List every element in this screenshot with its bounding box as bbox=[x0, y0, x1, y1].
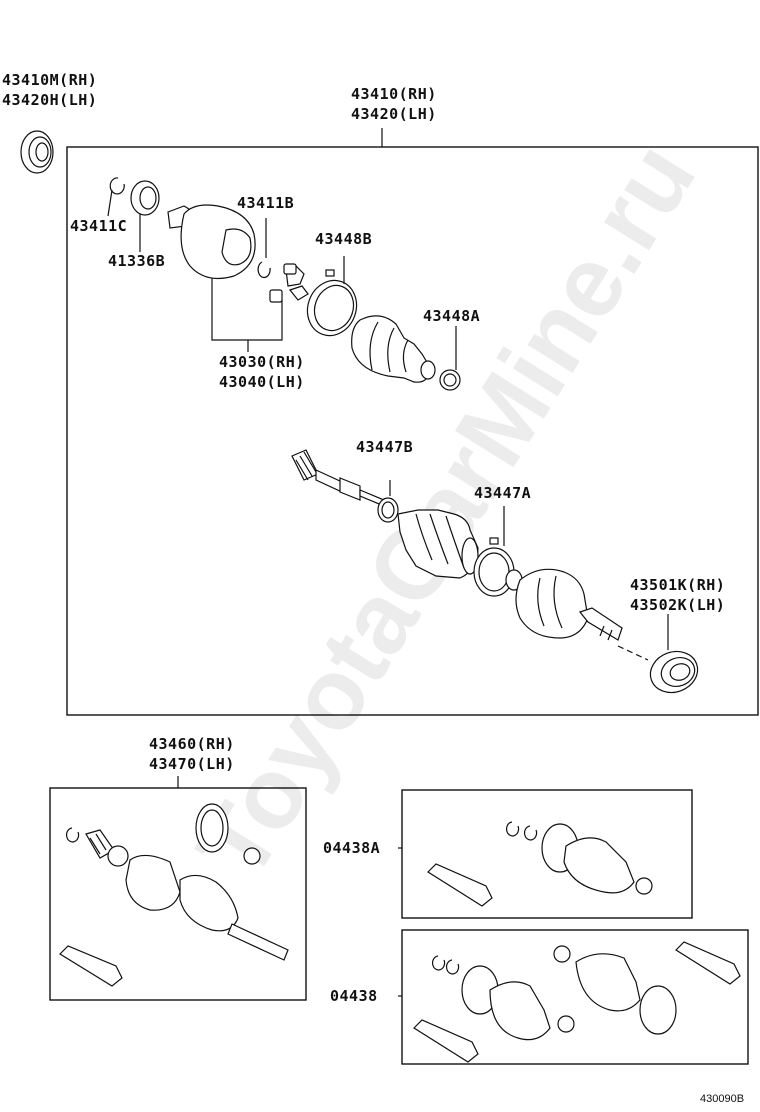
label-43460: 43460(RH) 43470(LH) bbox=[149, 735, 235, 773]
label-43448b: 43448B bbox=[315, 230, 373, 248]
label-04438: 04438 bbox=[330, 987, 378, 1005]
main-assembly-frame bbox=[66, 146, 759, 716]
outboard-cv-joint bbox=[505, 568, 623, 641]
boot-clamp-43448b bbox=[306, 256, 358, 337]
boot-kit-04438 bbox=[413, 941, 741, 1063]
boot-clamp-43447b bbox=[377, 497, 399, 523]
label-43410: 43410(RH) 43420(LH) bbox=[351, 85, 437, 123]
label-43447a: 43447A bbox=[474, 484, 532, 502]
bearing-41336b bbox=[130, 180, 160, 252]
drive-shaft bbox=[291, 449, 391, 507]
boot-clamp-43448a bbox=[439, 326, 461, 391]
snap-ring-43411c bbox=[107, 177, 125, 217]
shaft-assembly-43460 bbox=[59, 803, 289, 987]
oil-seal-43501k bbox=[649, 614, 699, 694]
label-04438a: 04438A bbox=[323, 839, 381, 857]
label-43411b: 43411B bbox=[237, 194, 295, 212]
inboard-joint-housing bbox=[167, 204, 256, 279]
label-43030: 43030(RH) 43040(LH) bbox=[219, 353, 305, 391]
label-41336b: 41336B bbox=[108, 252, 166, 270]
label-43448a: 43448A bbox=[423, 307, 481, 325]
label-43411c: 43411C bbox=[70, 217, 128, 235]
boot-kit-04438a bbox=[427, 821, 653, 907]
oil-seal-43410m bbox=[20, 130, 54, 174]
label-43501k: 43501K(RH) 43502K(LH) bbox=[630, 576, 726, 614]
boot-kit-frame bbox=[401, 929, 749, 1065]
boot-clamp-43447a bbox=[473, 506, 515, 597]
label-43447b: 43447B bbox=[356, 438, 414, 456]
outboard-boot bbox=[397, 509, 479, 579]
label-43410m: 43410M(RH) 43420H(LH) bbox=[2, 71, 98, 109]
inboard-boot bbox=[351, 315, 436, 383]
snap-ring-43411b bbox=[257, 218, 271, 279]
tripod-spider bbox=[269, 263, 309, 303]
boot-kit-a-frame bbox=[401, 789, 693, 919]
figure-code: 430090B bbox=[700, 1093, 745, 1105]
